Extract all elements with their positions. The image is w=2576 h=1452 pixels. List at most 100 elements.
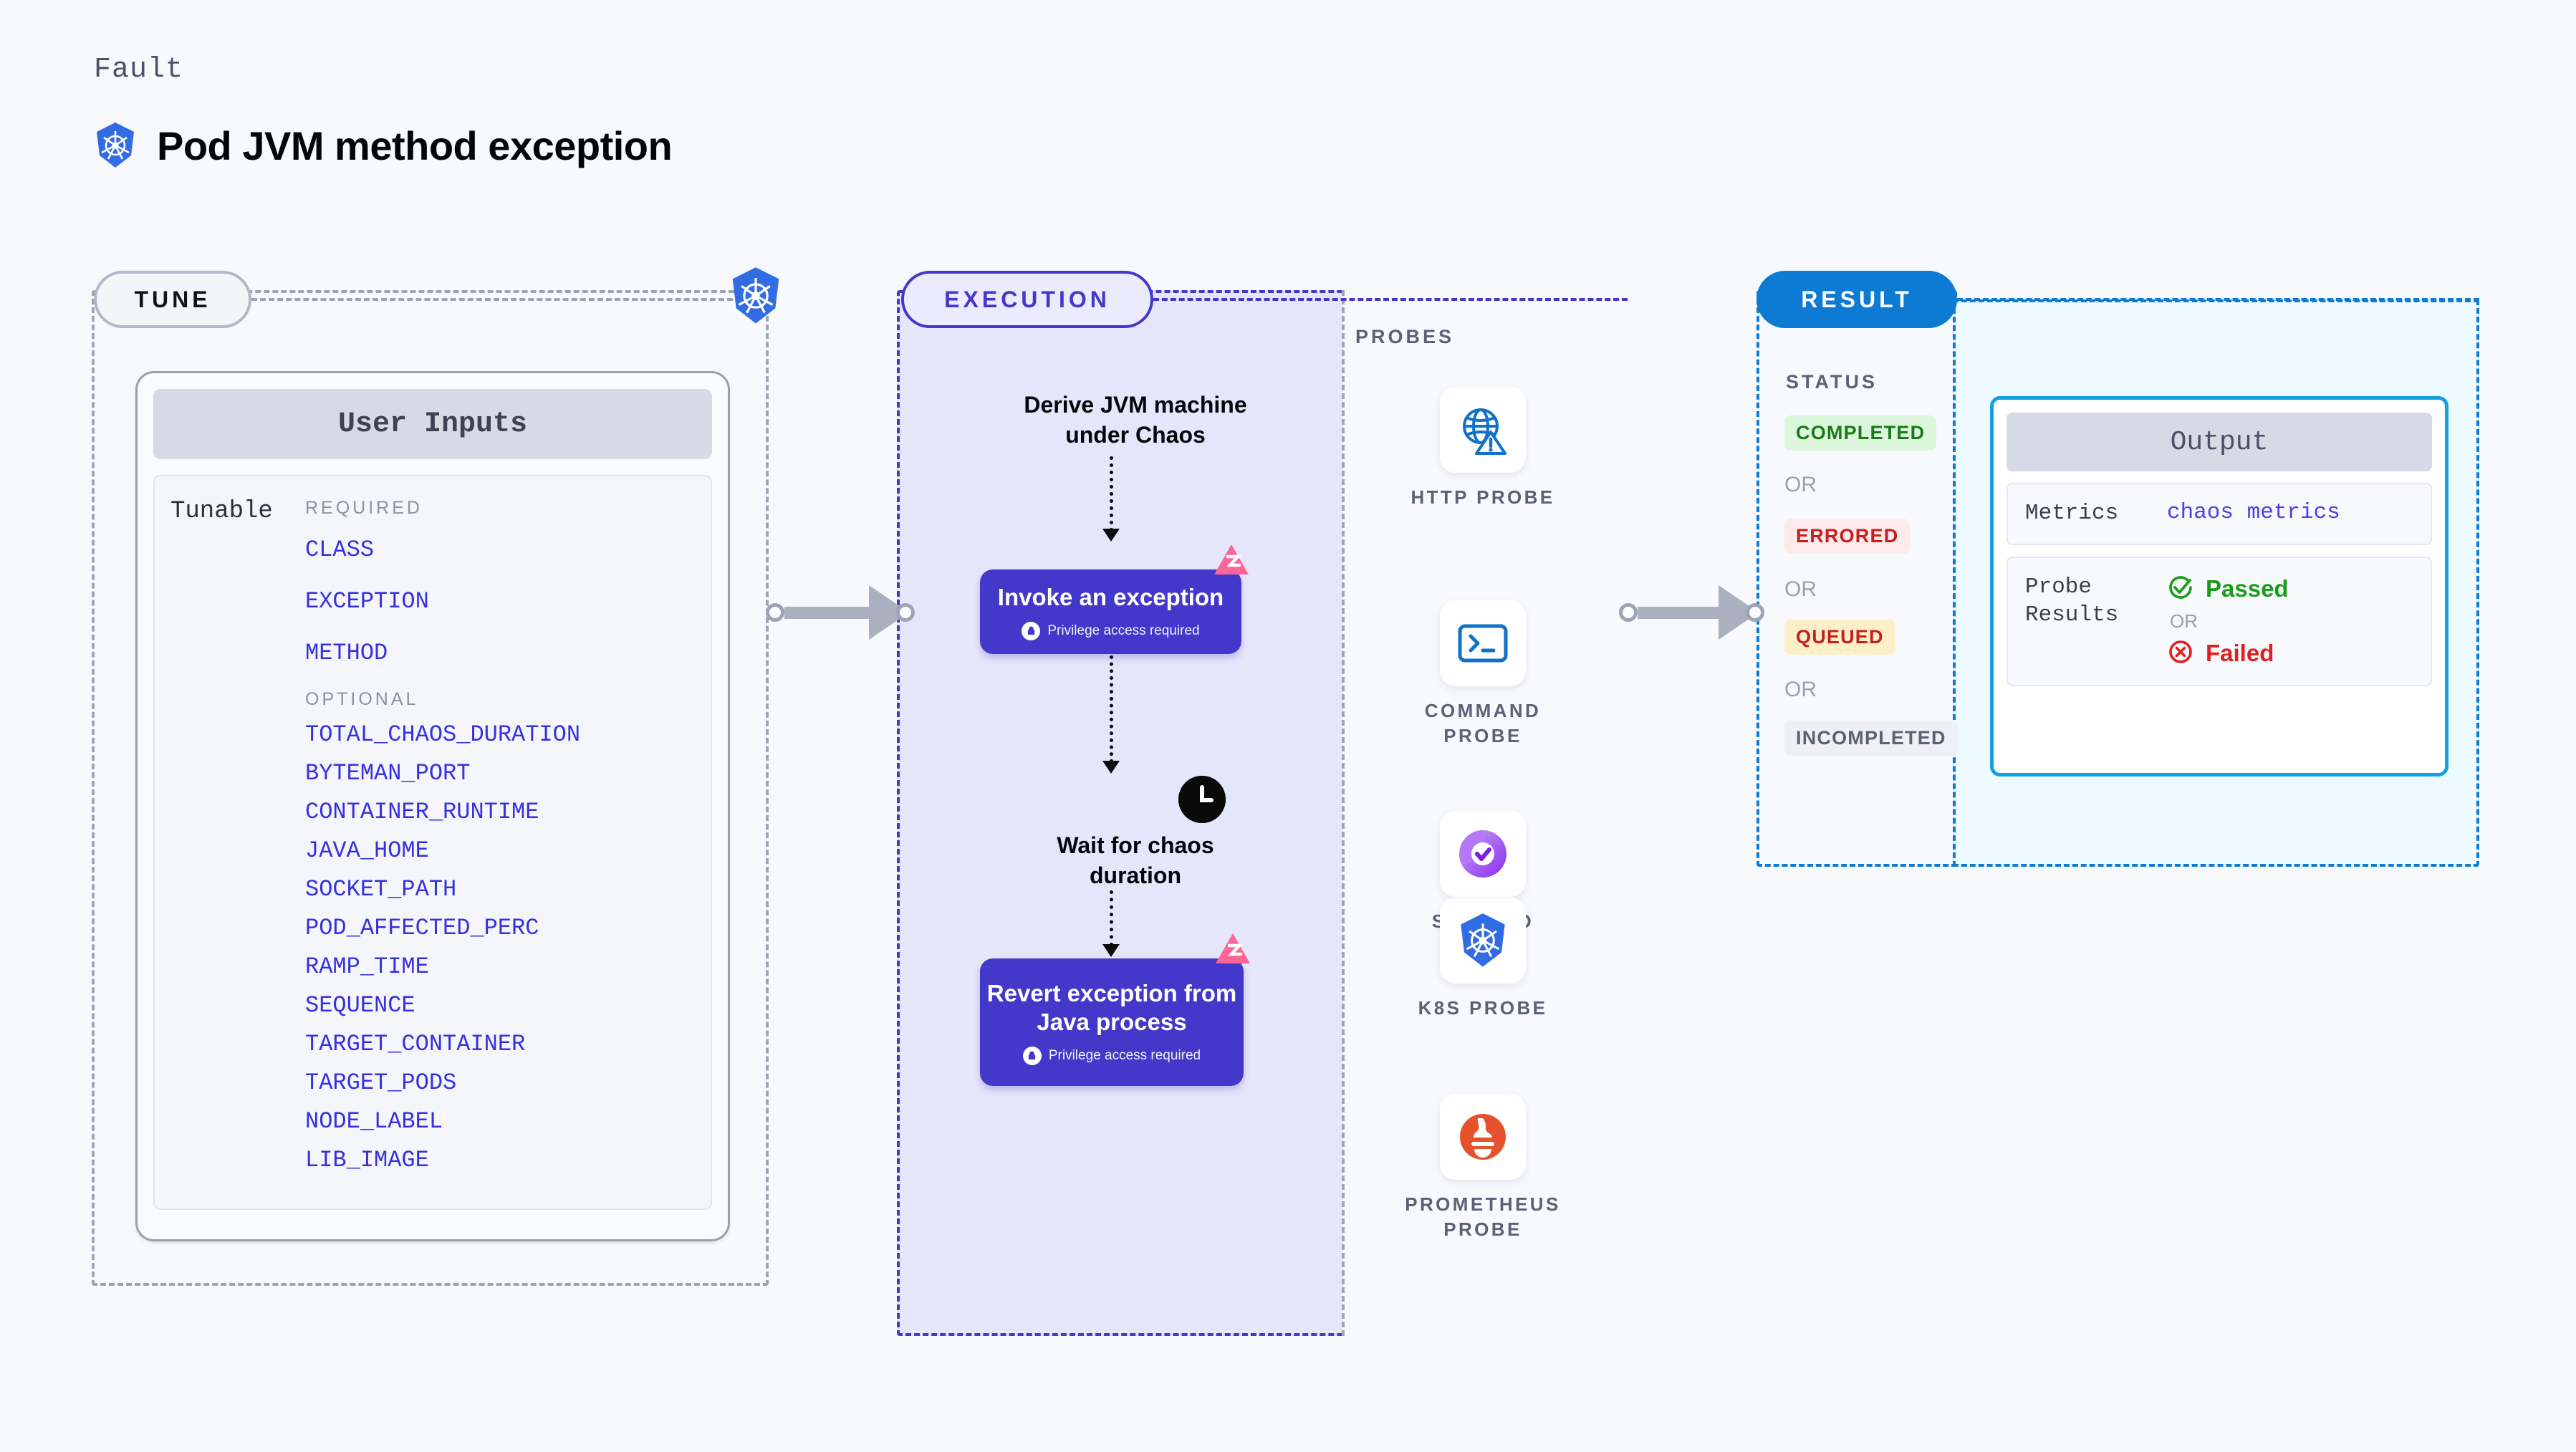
param-node-label[interactable]: NODE_LABEL xyxy=(305,1108,443,1135)
connector-tune-to-execution xyxy=(766,585,915,640)
kubernetes-icon xyxy=(94,122,137,169)
probe-k8s[interactable]: K8S PROBE xyxy=(1397,898,1569,1021)
lock-icon xyxy=(1022,621,1041,640)
execution-pill[interactable]: EXECUTION xyxy=(901,271,1153,328)
status-or: OR xyxy=(1784,473,1817,496)
flow-arrowhead xyxy=(1102,761,1120,774)
result-pill[interactable]: RESULT xyxy=(1756,271,1957,328)
flow-connector xyxy=(1110,890,1113,946)
param-pod-affected-perc[interactable]: POD_AFFECTED_PERC xyxy=(305,915,539,941)
metrics-value[interactable]: chaos metrics xyxy=(2167,500,2340,525)
prometheus-icon xyxy=(1440,1094,1526,1180)
action-invoke-exception[interactable]: Invoke an exception Privilege access req… xyxy=(980,569,1241,654)
status-badge-errored: ERRORED xyxy=(1784,519,1911,554)
eyebrow-label: Fault xyxy=(94,54,184,86)
param-lib-image[interactable]: LIB_IMAGE xyxy=(305,1147,429,1173)
privilege-notice: Privilege access required xyxy=(1022,1046,1201,1065)
param-exception[interactable]: EXCEPTION xyxy=(305,588,429,615)
probe-label: COMMAND PROBE xyxy=(1424,700,1542,747)
output-card: Output Metrics chaos metrics Probe Resul… xyxy=(1990,396,2448,777)
output-row-metrics: Metrics chaos metrics xyxy=(2007,483,2432,545)
group-title-required: REQUIRED xyxy=(305,498,423,518)
flow-connector xyxy=(1110,456,1113,532)
param-target-container[interactable]: TARGET_CONTAINER xyxy=(305,1031,526,1057)
probe-label: K8S PROBE xyxy=(1418,997,1548,1019)
connector-dot xyxy=(1746,603,1764,622)
probe-prometheus[interactable]: PROMETHEUS PROBE xyxy=(1397,1094,1569,1242)
flow-connector xyxy=(1110,655,1113,763)
probe-result-or: OR xyxy=(2170,610,2198,632)
flow-arrowhead xyxy=(1102,529,1120,542)
param-method[interactable]: METHOD xyxy=(305,640,388,666)
connector-probes-to-result xyxy=(1619,585,1764,640)
group-title-optional: OPTIONAL xyxy=(305,689,419,709)
passed-label: Passed xyxy=(2206,575,2289,602)
status-or: OR xyxy=(1784,678,1817,701)
flow-arrowhead xyxy=(1102,944,1120,957)
connector-dot xyxy=(896,603,915,622)
status-title: STATUS xyxy=(1786,371,1878,393)
output-row-probe-results: Probe Results Passed OR xyxy=(2007,556,2432,686)
connector-line xyxy=(784,606,870,619)
litmus-logo-icon xyxy=(1213,931,1252,973)
param-byteman-port[interactable]: BYTEMAN_PORT xyxy=(305,760,471,787)
x-circle-icon xyxy=(2167,638,2194,669)
probe-command[interactable]: COMMAND PROBE xyxy=(1397,600,1569,749)
failed-label: Failed xyxy=(2206,640,2274,667)
action-invoke-title: Invoke an exception xyxy=(997,584,1224,611)
param-sequence[interactable]: SEQUENCE xyxy=(305,992,415,1019)
param-column: REQUIRED CLASS EXCEPTION METHOD OPTIONAL… xyxy=(305,498,711,1208)
probe-result-passed: Passed xyxy=(2167,574,2289,605)
param-container-runtime[interactable]: CONTAINER_RUNTIME xyxy=(305,799,539,825)
action-revert-exception[interactable]: Revert exception from Java process Privi… xyxy=(980,958,1244,1086)
clock-icon xyxy=(1178,776,1226,823)
user-inputs-body: Tunable REQUIRED CLASS EXCEPTION METHOD … xyxy=(153,475,712,1210)
tune-pill-dash xyxy=(251,298,733,301)
tunable-label: Tunable xyxy=(170,498,273,525)
lock-icon xyxy=(1022,1046,1042,1065)
metrics-key: Metrics xyxy=(2025,501,2119,526)
action-revert-title: Revert exception from Java process xyxy=(986,980,1237,1035)
status-or: OR xyxy=(1784,577,1817,601)
result-pill-dash xyxy=(1957,298,2479,301)
probe-http[interactable]: HTTP PROBE xyxy=(1397,387,1569,510)
user-inputs-card: User Inputs Tunable REQUIRED CLASS EXCEP… xyxy=(135,371,730,1241)
probe-results-values: Passed OR Failed xyxy=(2167,574,2289,669)
output-header: Output xyxy=(2007,413,2432,471)
connector-line xyxy=(1638,606,1720,619)
param-socket-path[interactable]: SOCKET_PATH xyxy=(305,876,457,903)
status-badge-completed: COMPLETED xyxy=(1784,415,1937,451)
probe-label: PROMETHEUS PROBE xyxy=(1405,1193,1561,1241)
privilege-notice: Privilege access required xyxy=(1022,621,1200,640)
connector-dot xyxy=(1619,603,1638,622)
terminal-icon xyxy=(1440,600,1526,686)
param-class[interactable]: CLASS xyxy=(305,537,375,563)
check-circle-icon xyxy=(2167,574,2194,605)
param-total-chaos-duration[interactable]: TOTAL_CHAOS_DURATION xyxy=(305,721,581,748)
step-derive-label: Derive JVM machine under Chaos xyxy=(1024,392,1247,448)
step-wait-label: Wait for chaos duration xyxy=(1057,832,1214,888)
param-target-pods[interactable]: TARGET_PODS xyxy=(305,1069,457,1096)
litmus-logo-icon xyxy=(1212,542,1251,585)
param-java-home[interactable]: JAVA_HOME xyxy=(305,837,429,864)
probe-result-failed: Failed xyxy=(2167,638,2289,669)
connector-dot xyxy=(766,603,784,622)
page-title-row: Pod JVM method exception xyxy=(94,122,673,169)
result-panel xyxy=(1756,290,1957,867)
page-title: Pod JVM method exception xyxy=(157,122,673,168)
privilege-text: Privilege access required xyxy=(1047,622,1200,638)
kubernetes-icon xyxy=(1440,898,1526,984)
status-badge-incompleted: INCOMPLETED xyxy=(1784,721,1958,756)
probe-label: HTTP PROBE xyxy=(1410,486,1555,508)
kubernetes-icon xyxy=(729,266,783,329)
probes-title: PROBES xyxy=(1355,326,1455,347)
probe-results-key: Probe Results xyxy=(2025,574,2119,628)
srm-slo-donut-icon xyxy=(1440,811,1526,897)
privilege-text: Privilege access required xyxy=(1048,1047,1201,1063)
user-inputs-header: User Inputs xyxy=(153,389,712,459)
exec-pill-dash xyxy=(1153,298,1628,301)
tune-pill[interactable]: TUNE xyxy=(94,271,251,328)
status-badge-queued: QUEUED xyxy=(1784,620,1895,655)
param-ramp-time[interactable]: RAMP_TIME xyxy=(305,953,429,980)
